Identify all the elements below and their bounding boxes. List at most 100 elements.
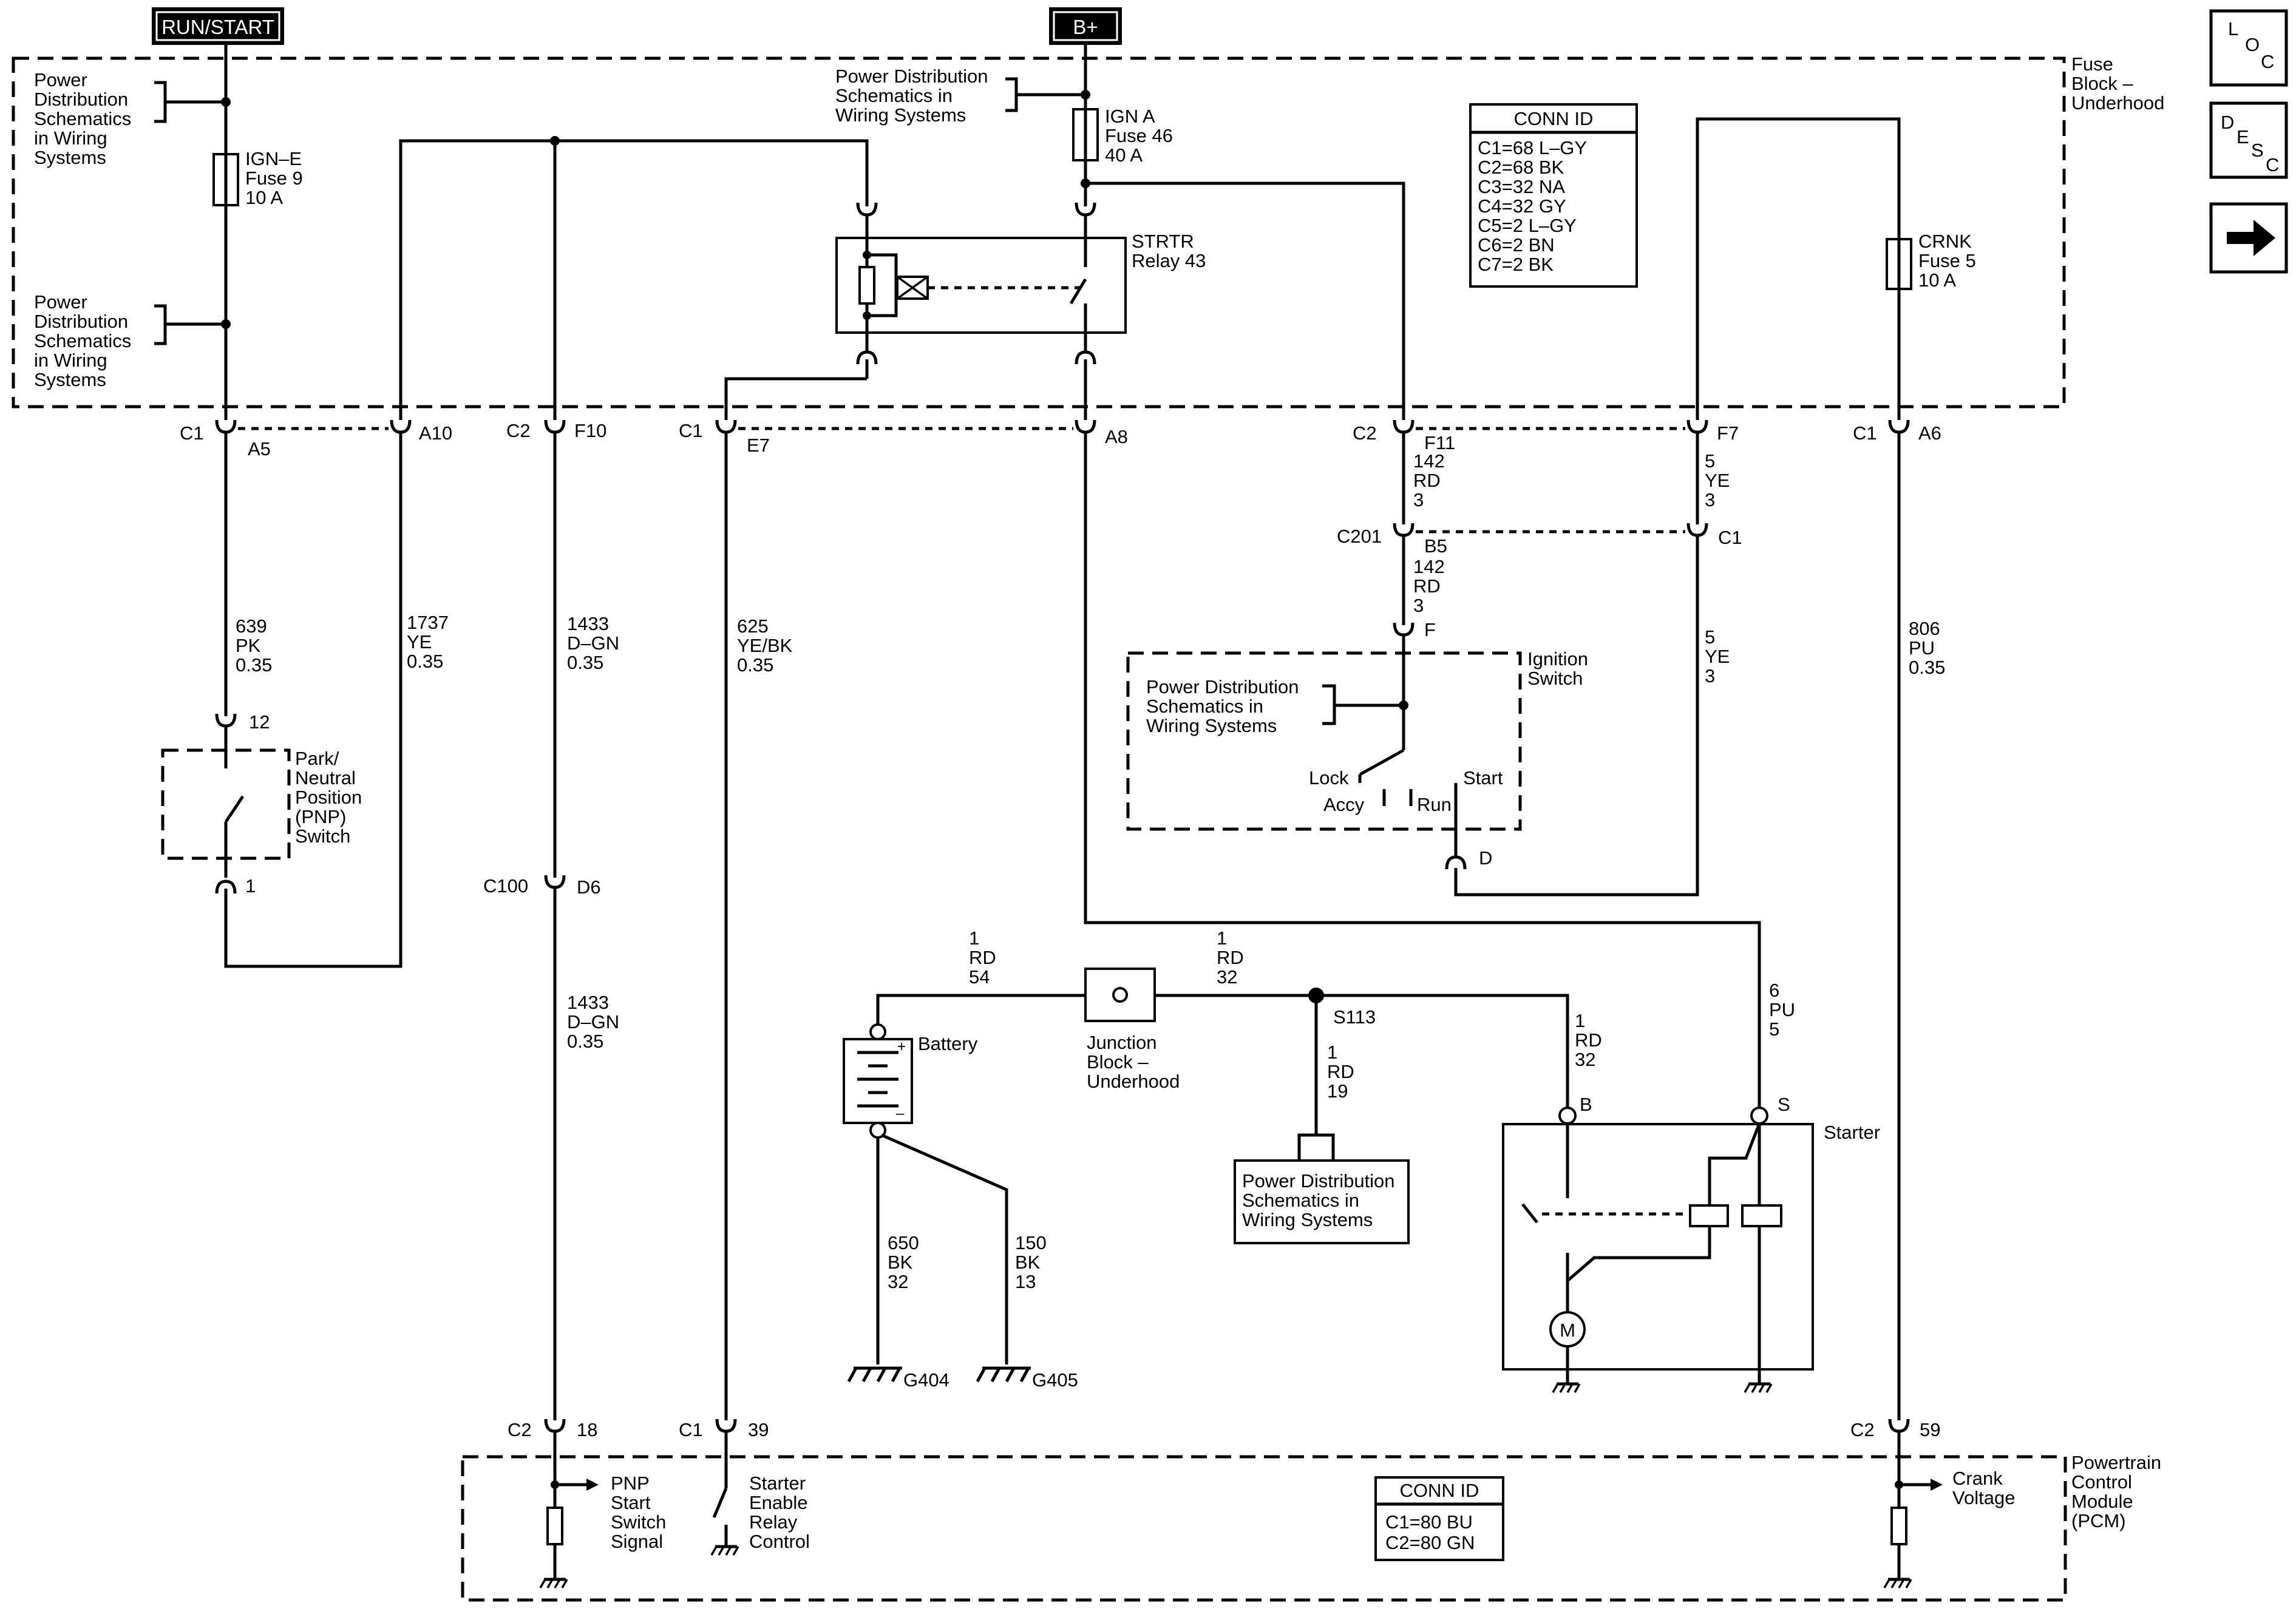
svg-text:Relay: Relay — [749, 1511, 798, 1533]
c100-label: C100 — [483, 875, 528, 897]
fuse-block-label: Fuse Block – Underhood — [2071, 53, 2164, 114]
svg-text:Ignition: Ignition — [1527, 648, 1588, 670]
connector-row-fuse-block: C1 A5 A10 C2 F10 C1 E7 A8 C2 F11 F7 C1 A… — [180, 420, 1941, 459]
svg-text:0.35: 0.35 — [567, 1031, 603, 1052]
pcm-pnp-signal-label: PNP Start Switch Signal — [611, 1473, 666, 1552]
svg-text:Power: Power — [34, 69, 87, 90]
svg-text:Block –: Block – — [2071, 73, 2133, 94]
svg-text:Neutral: Neutral — [295, 767, 356, 788]
svg-text:CONN ID: CONN ID — [1400, 1480, 1479, 1501]
arrow-right-icon — [2227, 220, 2275, 256]
svg-text:RD: RD — [1327, 1061, 1354, 1082]
wire-806-label: 806 PU 0.35 — [1909, 618, 1945, 678]
starter-b-label: B — [1580, 1094, 1592, 1115]
run-start-header: RUN/START — [152, 7, 284, 45]
svg-text:C1=80 BU: C1=80 BU — [1385, 1511, 1473, 1533]
svg-text:Block –: Block – — [1087, 1051, 1149, 1073]
svg-text:625: 625 — [737, 615, 769, 637]
svg-text:Switch: Switch — [295, 825, 350, 847]
svg-text:Distribution: Distribution — [34, 311, 128, 332]
pcm-relay-control — [712, 1431, 738, 1555]
svg-text:BK: BK — [1015, 1252, 1041, 1273]
svg-text:Lock: Lock — [1309, 767, 1349, 788]
wire-1433-upper-label: 1433 D–GN 0.35 — [567, 613, 619, 673]
svg-text:D–GN: D–GN — [567, 1011, 619, 1032]
pnp-switch — [224, 726, 245, 878]
next-page-button[interactable] — [2209, 202, 2288, 274]
ignition-switch-label: Ignition Switch — [1527, 648, 1588, 689]
svg-text:F7: F7 — [1717, 422, 1739, 444]
svg-text:–: – — [896, 1105, 905, 1122]
svg-text:C1: C1 — [679, 1419, 703, 1440]
svg-text:YE: YE — [1705, 470, 1730, 491]
conn-id-table-pcm: CONN ID C1=80 BU C2=80 GN — [1374, 1476, 1504, 1561]
svg-text:(PNP): (PNP) — [295, 806, 346, 827]
svg-text:(PCM): (PCM) — [2071, 1510, 2126, 1531]
svg-text:1737: 1737 — [407, 612, 449, 633]
svg-text:C4=32 GY: C4=32 GY — [1478, 195, 1566, 217]
wire-jb-label: 1 RD 32 — [1217, 927, 1244, 988]
svg-text:C1: C1 — [1853, 422, 1877, 444]
svg-text:40 A: 40 A — [1105, 144, 1143, 166]
svg-text:C2: C2 — [1353, 422, 1377, 444]
ground-g404-label: G404 — [903, 1369, 949, 1391]
svg-text:+: + — [897, 1039, 906, 1055]
loc-letter-l: L — [2228, 18, 2238, 39]
svg-text:Schematics: Schematics — [34, 330, 131, 351]
svg-text:Wiring Systems: Wiring Systems — [835, 104, 966, 126]
svg-text:C2=68 BK: C2=68 BK — [1478, 157, 1564, 178]
svg-text:C1: C1 — [180, 422, 204, 444]
svg-text:Fuse 9: Fuse 9 — [245, 168, 303, 189]
wire-s113-label: 1 RD 19 — [1327, 1042, 1354, 1102]
svg-text:Starter: Starter — [749, 1473, 806, 1494]
svg-text:Voltage: Voltage — [1952, 1487, 2015, 1508]
svg-text:0.35: 0.35 — [1909, 657, 1945, 678]
svg-text:IGN A: IGN A — [1105, 106, 1155, 127]
svg-text:Position: Position — [295, 787, 362, 808]
svg-text:54: 54 — [969, 966, 990, 988]
splice-s113-label: S113 — [1333, 1006, 1376, 1028]
svg-text:Schematics in: Schematics in — [1146, 696, 1263, 717]
fuse-ign-a-label: IGN A Fuse 46 40 A — [1105, 106, 1173, 166]
pnp-pin-12: 12 — [249, 711, 270, 733]
svg-text:3: 3 — [1705, 665, 1715, 686]
svg-text:IGN–E: IGN–E — [245, 148, 302, 169]
svg-text:PK: PK — [236, 635, 261, 656]
svg-text:F10: F10 — [574, 420, 606, 441]
svg-text:in Wiring: in Wiring — [34, 127, 107, 149]
run-start-label: RUN/START — [161, 16, 274, 38]
svg-text:19: 19 — [1327, 1080, 1348, 1102]
svg-text:Enable: Enable — [749, 1492, 808, 1513]
svg-text:Relay 43: Relay 43 — [1132, 250, 1206, 271]
pds-ref-bottom: Power Distribution Schematics in Wiring … — [34, 291, 231, 390]
svg-text:RD: RD — [1413, 575, 1441, 597]
svg-text:Power Distribution: Power Distribution — [1146, 676, 1299, 697]
svg-text:59: 59 — [1920, 1419, 1940, 1440]
svg-text:1: 1 — [1327, 1042, 1337, 1063]
svg-text:Fuse: Fuse — [2071, 53, 2113, 75]
svg-text:Control: Control — [2071, 1471, 2132, 1493]
svg-text:3: 3 — [1413, 489, 1424, 510]
svg-text:C6=2 BN: C6=2 BN — [1478, 234, 1555, 256]
svg-text:10 A: 10 A — [1918, 270, 1956, 291]
svg-text:0.35: 0.35 — [407, 651, 443, 672]
c201-label: C201 — [1337, 526, 1382, 547]
svg-text:0.35: 0.35 — [737, 654, 773, 676]
svg-text:C2: C2 — [508, 1419, 532, 1440]
svg-text:18: 18 — [577, 1419, 597, 1440]
desc-button[interactable]: D E S C — [2209, 101, 2288, 179]
pds-ref-box: Power Distribution Schematics in Wiring … — [1234, 1159, 1410, 1244]
junction-block — [1084, 968, 1156, 1022]
pds-ref-top: Power Distribution Schematics in Wiring … — [34, 69, 231, 168]
wire-1737-label: 1737 YE 0.35 — [407, 612, 449, 672]
wire-650-label: 650 BK 32 — [888, 1232, 919, 1292]
pcm-outline — [461, 1455, 2067, 1602]
loc-button[interactable]: L O C — [2209, 9, 2288, 87]
svg-text:Fuse 5: Fuse 5 — [1918, 250, 1976, 271]
svg-text:C3=32 NA: C3=32 NA — [1478, 176, 1565, 197]
wire-150-label: 150 BK 13 — [1015, 1232, 1047, 1292]
starter-label: Starter — [1824, 1122, 1880, 1143]
ground-g405-icon — [977, 1368, 1031, 1381]
svg-text:Power Distribution: Power Distribution — [1242, 1170, 1395, 1192]
